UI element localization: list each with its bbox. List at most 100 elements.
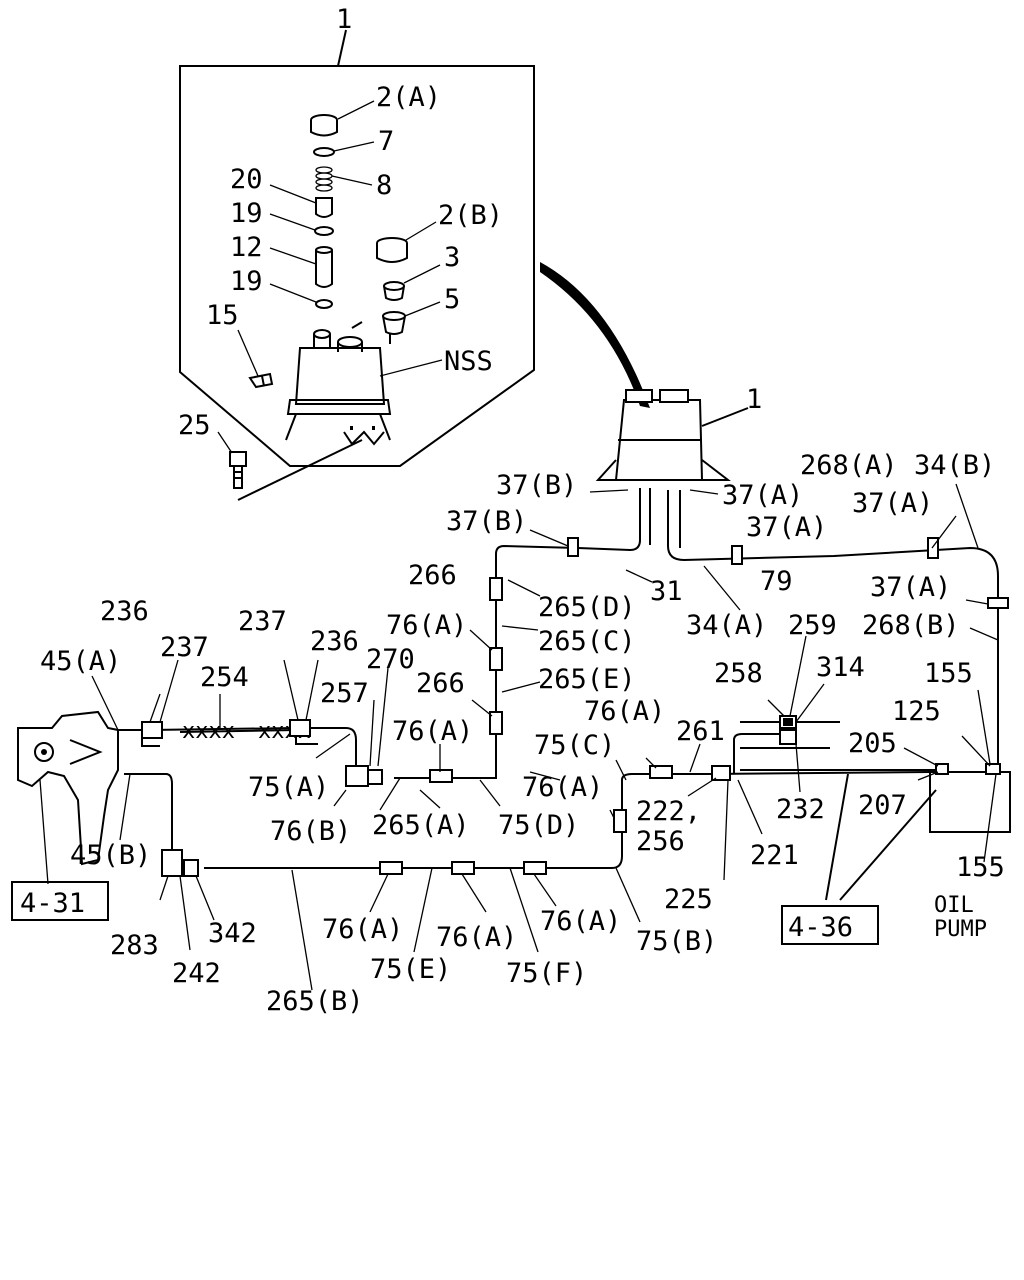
label-256: 256	[636, 826, 685, 857]
junction-block-lower	[161, 849, 199, 877]
label-8: 8	[376, 170, 392, 201]
bolt-part	[229, 451, 247, 489]
label-155-1: 155	[924, 658, 973, 689]
label-37a-3: 37(A)	[852, 488, 933, 519]
main-leaders	[39, 483, 999, 991]
label-232: 232	[776, 794, 825, 825]
spring-part	[315, 166, 333, 192]
junction-block	[345, 765, 383, 787]
label-237-1: 237	[160, 632, 209, 663]
bracket-79	[779, 715, 797, 745]
tube-part	[315, 246, 333, 288]
label-268a: 268(A)	[800, 450, 898, 481]
label-76a-1: 76(A)	[386, 610, 467, 641]
pipe-network	[118, 488, 999, 869]
label-155-2: 155	[956, 852, 1005, 883]
label-34a: 34(A)	[686, 610, 767, 641]
label-nss: NSS	[444, 346, 493, 377]
label-2a: 2(A)	[376, 82, 441, 113]
label-265b: 265(B)	[266, 986, 364, 1017]
label-15: 15	[206, 300, 239, 331]
ref-box-4-31[interactable]	[11, 881, 109, 921]
clip-part	[248, 372, 274, 389]
label-261: 261	[676, 716, 725, 747]
clamps	[141, 719, 318, 747]
cap-part	[310, 114, 338, 137]
label-236-2: 236	[310, 626, 359, 657]
label-265a: 265(A)	[372, 810, 470, 841]
label-76b: 76(B)	[270, 816, 351, 847]
label-7: 7	[378, 126, 394, 157]
label-75a: 75(A)	[248, 772, 329, 803]
label-19-lower: 19	[230, 266, 263, 297]
oil-pump	[929, 763, 1011, 833]
label-237-2: 237	[238, 606, 287, 637]
label-314: 314	[816, 652, 865, 683]
label-268b: 268(B)	[862, 610, 960, 641]
label-76a-6: 76(A)	[436, 922, 517, 953]
label-265e: 265(E)	[538, 664, 636, 695]
ref-box-4-36[interactable]	[781, 905, 879, 945]
panel-frame	[179, 65, 535, 467]
label-oil: OIL	[934, 893, 974, 918]
label-75f: 75(F)	[506, 958, 587, 989]
label-45b: 45(B)	[70, 840, 151, 871]
label-76a-5: 76(A)	[322, 914, 403, 945]
ref-arrows	[825, 773, 937, 901]
detail-pointer-arrow	[540, 262, 650, 408]
label-342: 342	[208, 918, 257, 949]
panel-leader	[337, 29, 347, 67]
label-79: 79	[760, 566, 793, 597]
label-20: 20	[230, 164, 263, 195]
strainer-part	[382, 311, 406, 335]
label-207: 207	[858, 790, 907, 821]
o-ring-part	[313, 147, 335, 157]
label-pump: PUMP	[934, 917, 987, 942]
label-ref-4-36[interactable]: 4-36	[788, 912, 853, 943]
label-225: 225	[664, 884, 713, 915]
label-221: 221	[750, 840, 799, 871]
label-3: 3	[444, 242, 460, 273]
label-37a-1: 37(A)	[722, 480, 803, 511]
reservoir-tank	[595, 389, 749, 481]
label-5: 5	[444, 284, 460, 315]
label-257: 257	[320, 678, 369, 709]
label-75e: 75(E)	[370, 954, 451, 985]
label-2b: 2(B)	[438, 200, 503, 231]
label-270: 270	[366, 644, 415, 675]
label-37a-2: 37(A)	[746, 512, 827, 543]
hose-mark-left: xxxx	[182, 719, 235, 744]
exploded-view-panel	[179, 29, 535, 501]
couplers	[379, 537, 1009, 875]
label-242: 242	[172, 958, 221, 989]
label-265d: 265(D)	[538, 592, 636, 623]
label-75b: 75(B)	[636, 926, 717, 957]
label-266-2: 266	[416, 668, 465, 699]
label-236-1: 236	[100, 596, 149, 627]
seal-part-upper	[314, 226, 334, 236]
label-259: 259	[788, 610, 837, 641]
label-12: 12	[230, 232, 263, 263]
part-labels: 1 2(A) 7 8 20 19 2(B) 12 3 19 5 15 NSS 2…	[20, 4, 1005, 1017]
reservoir-body	[285, 321, 392, 446]
detail-leaders	[217, 100, 443, 454]
label-1-tank: 1	[746, 384, 762, 415]
label-37b-1: 37(B)	[496, 470, 577, 501]
label-283: 283	[110, 930, 159, 961]
cap-part-b	[376, 237, 408, 263]
label-125: 125	[892, 696, 941, 727]
label-37b-2: 37(B)	[446, 506, 527, 537]
label-76a-4: 76(A)	[522, 772, 603, 803]
label-76a-7: 76(A)	[540, 906, 621, 937]
label-37a-4: 37(A)	[870, 572, 951, 603]
label-205: 205	[848, 728, 897, 759]
valve-part	[315, 197, 333, 218]
label-258: 258	[714, 658, 763, 689]
label-45a: 45(A)	[40, 646, 121, 677]
label-19-upper: 19	[230, 198, 263, 229]
label-ref-4-31[interactable]: 4-31	[20, 888, 85, 919]
nozzle-part	[383, 281, 405, 301]
label-75d: 75(D)	[498, 810, 579, 841]
label-34b: 34(B)	[914, 450, 995, 481]
